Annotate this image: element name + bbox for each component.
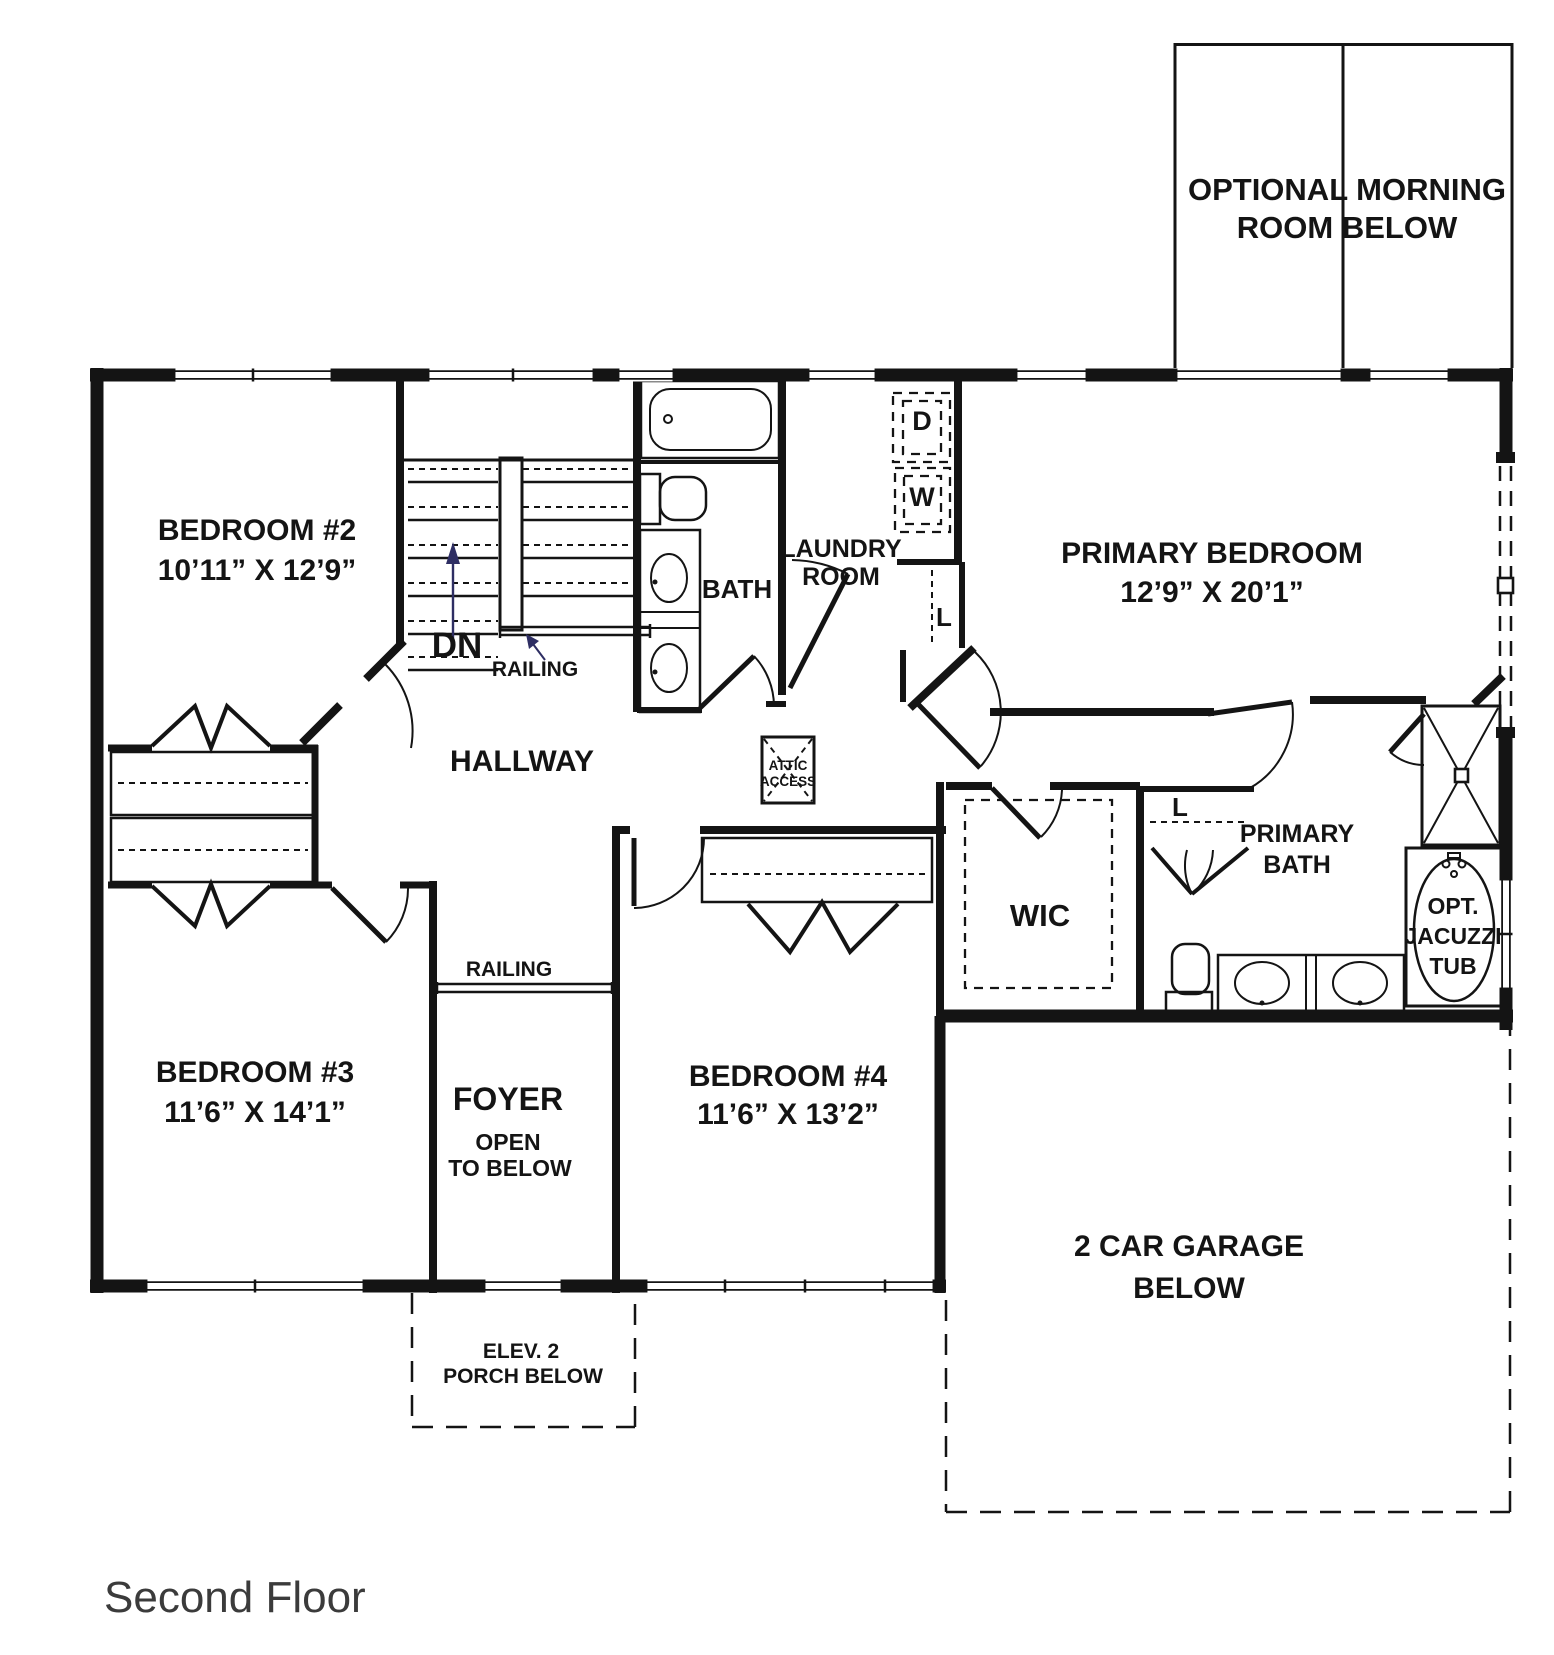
dn-arrow-icon (446, 542, 460, 650)
primary-suite-door-icon (974, 651, 1002, 767)
hall-bath-fixtures (637, 379, 782, 714)
attic-access-label2: ACCESS (760, 774, 816, 789)
bedroom2-name: BEDROOM #2 (158, 514, 356, 547)
railing-pointer-arrow-icon (526, 634, 546, 661)
bathtub-icon (639, 379, 781, 460)
jacuzzi-label: OPT. (1427, 893, 1478, 919)
wic-label: WIC (1010, 898, 1070, 933)
hallway-label: HALLWAY (450, 745, 594, 778)
dn-label: DN (432, 626, 483, 665)
bath-label: BATH (702, 574, 772, 604)
doors (330, 559, 1426, 944)
bedroom3-name: BEDROOM #3 (156, 1056, 354, 1089)
porch-below-outline (410, 1293, 637, 1429)
primary-bedroom-right-dashed-opening (1496, 452, 1515, 738)
bedroom2-closet (109, 702, 317, 817)
jacuzzi-label2: JACUZZI (1404, 923, 1501, 949)
porch-label: ELEV. 2 (483, 1340, 559, 1363)
windows (144, 368, 1513, 1293)
page-title: Second Floor (104, 1573, 366, 1622)
jacuzzi-label3: TUB (1429, 953, 1476, 979)
washer-label: W (909, 482, 935, 512)
vanity-sinks-icon (638, 528, 702, 714)
closet-bifold-doors-icon (746, 898, 900, 956)
stair-railing (498, 624, 652, 638)
closet-bifold-doors-icon (150, 878, 272, 930)
morning-room-label2: ROOM BELOW (1237, 210, 1458, 245)
bedroom4-door-icon (633, 837, 705, 909)
primary-bath-label: PRIMARY (1240, 820, 1355, 848)
optional-morning-room-outline (1173, 43, 1514, 368)
bedroom2-door-icon (384, 663, 414, 749)
primary-bath-label2: BATH (1263, 851, 1331, 879)
labels: OPTIONAL MORNING ROOM BELOW BEDROOM #2 1… (104, 172, 1506, 1622)
primary-bedroom-dims: 12’9” X 20’1” (1120, 576, 1303, 609)
stair-newel-post (498, 456, 524, 632)
interior-walls (108, 371, 1506, 1293)
closet-bifold-doors-icon (150, 702, 272, 754)
railing-stairs-label: RAILING (492, 658, 578, 681)
railing-foyer-label: RAILING (466, 958, 552, 981)
bedroom4-closet (700, 836, 934, 956)
bedroom4-name: BEDROOM #4 (689, 1060, 888, 1093)
bedroom4-dims: 11’6” X 13’2” (697, 1098, 879, 1131)
bedroom2-dims: 10’11” X 12’9” (158, 554, 357, 587)
dryer-label: D (912, 406, 932, 436)
foyer-open-label: OPEN (475, 1129, 540, 1155)
hall-bath-door-icon (753, 655, 775, 707)
foyer-railing (435, 982, 614, 994)
laundry-label: LAUNDRY (780, 535, 902, 563)
toilet-icon (638, 472, 708, 526)
garage-label: 2 CAR GARAGE (1074, 1230, 1304, 1263)
foyer-below-label: TO BELOW (448, 1155, 572, 1181)
porch-label2: PORCH BELOW (443, 1365, 603, 1388)
laundry-door-icon (791, 559, 849, 575)
bath-linen-closet (1150, 821, 1250, 896)
wic-shelf-outline (963, 798, 1114, 990)
linen-laundry-label: L (936, 602, 952, 632)
wic-door-icon (1040, 789, 1063, 838)
foyer-label: FOYER (453, 1081, 563, 1117)
bedroom3-closet (109, 816, 317, 930)
morning-room-label: OPTIONAL MORNING (1188, 172, 1506, 207)
toilet-icon (1164, 942, 1214, 1014)
vanity-sinks-icon (1216, 953, 1406, 1015)
garage-label2: BELOW (1133, 1272, 1245, 1305)
attic-access-panel (760, 735, 816, 805)
attic-access-label: ATTIC (769, 758, 808, 773)
primary-bath-door-icon (1249, 701, 1294, 789)
bedroom3-door-icon (385, 887, 410, 943)
laundry-label2: ROOM (802, 563, 880, 591)
shower-door-icon (1389, 751, 1425, 766)
garage-below-outline (944, 1030, 1512, 1514)
shower-icon (1420, 704, 1502, 847)
laundry-appliances (891, 391, 952, 534)
closet-double-doors-icon (1150, 846, 1250, 896)
washer-icon (893, 466, 952, 534)
primary-bedroom-name: PRIMARY BEDROOM (1061, 537, 1363, 570)
linen-bath-label: L (1172, 792, 1188, 822)
bedroom3-dims: 11’6” X 14’1” (164, 1096, 346, 1129)
dryer-icon (891, 391, 952, 464)
primary-bath-fixtures (1164, 704, 1504, 1015)
